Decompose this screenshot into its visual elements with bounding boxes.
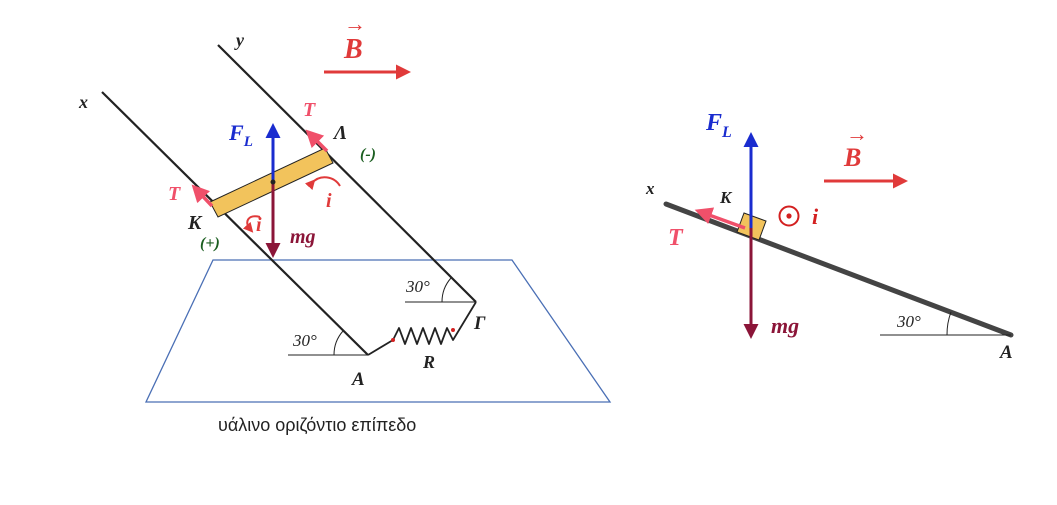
- resistor-circuit: [367, 301, 477, 356]
- angle-arc-bottom: [333, 330, 344, 356]
- tension-label-left: T: [168, 183, 181, 205]
- current-curl-right: [304, 176, 341, 191]
- tension-label-right: T: [303, 99, 316, 121]
- rail-x: [101, 91, 369, 356]
- rod-center: [270, 179, 276, 185]
- lorentz-force-label: FL: [228, 120, 253, 150]
- current-label-side: i: [812, 204, 819, 229]
- right-diagram: x K FL → B i T mg 30° A: [645, 110, 1014, 363]
- current-label-right: i: [326, 190, 332, 212]
- point-a-label: A: [351, 369, 365, 390]
- rail-y: [217, 44, 477, 303]
- resistor-label: R: [422, 352, 435, 372]
- current-out-of-page-dot: [786, 213, 792, 219]
- lambda-label: Λ: [332, 122, 347, 144]
- node-dot-2: [451, 328, 455, 332]
- angle-arc-top: [441, 277, 452, 303]
- weight-label: mg: [290, 226, 316, 248]
- plane-caption: υάλινο οριζόντιο επίπεδο: [218, 415, 416, 435]
- b-field-label-side: B: [843, 143, 861, 172]
- k-label-side: K: [719, 188, 733, 207]
- tension-arrow-right: [305, 129, 329, 153]
- node-dot-1: [391, 338, 395, 342]
- left-diagram: x y → B T T FL Λ (-) K (+) i i mg 30° 30…: [78, 11, 612, 435]
- rail-x-label: x: [78, 92, 88, 112]
- incline-rail: [663, 201, 1014, 338]
- b-field-arrow-glyph: →: [344, 11, 366, 36]
- lorentz-force-label-side: FL: [705, 110, 732, 141]
- angle-arc: [946, 311, 952, 336]
- plus-terminal-label: (+): [200, 235, 220, 252]
- horizontal-plane: [144, 259, 612, 403]
- b-field-arrow-glyph-side: →: [846, 121, 868, 146]
- angle-label-bottom: 30°: [292, 331, 317, 350]
- current-label-left: i: [256, 214, 262, 236]
- b-field-label: B: [343, 34, 363, 65]
- angle-label-side: 30°: [896, 312, 921, 331]
- current-curl-left: [242, 215, 261, 233]
- lorentz-subscript: L: [243, 134, 253, 150]
- tension-arrow-side: [694, 207, 746, 230]
- lorentz-subscript-side: L: [721, 124, 732, 141]
- minus-terminal-label: (-): [360, 146, 376, 163]
- weight-label-side: mg: [771, 313, 799, 338]
- tension-label-side: T: [668, 225, 684, 251]
- tension-arrow-left: [191, 184, 214, 208]
- rail-y-label: y: [234, 30, 245, 50]
- k-label: K: [187, 212, 203, 234]
- angle-label-top: 30°: [405, 277, 430, 296]
- x-axis-label-side: x: [645, 179, 655, 198]
- point-gamma-label: Γ: [473, 313, 486, 334]
- point-a-label-side: A: [999, 342, 1013, 363]
- current-out-of-page-icon: [778, 205, 800, 227]
